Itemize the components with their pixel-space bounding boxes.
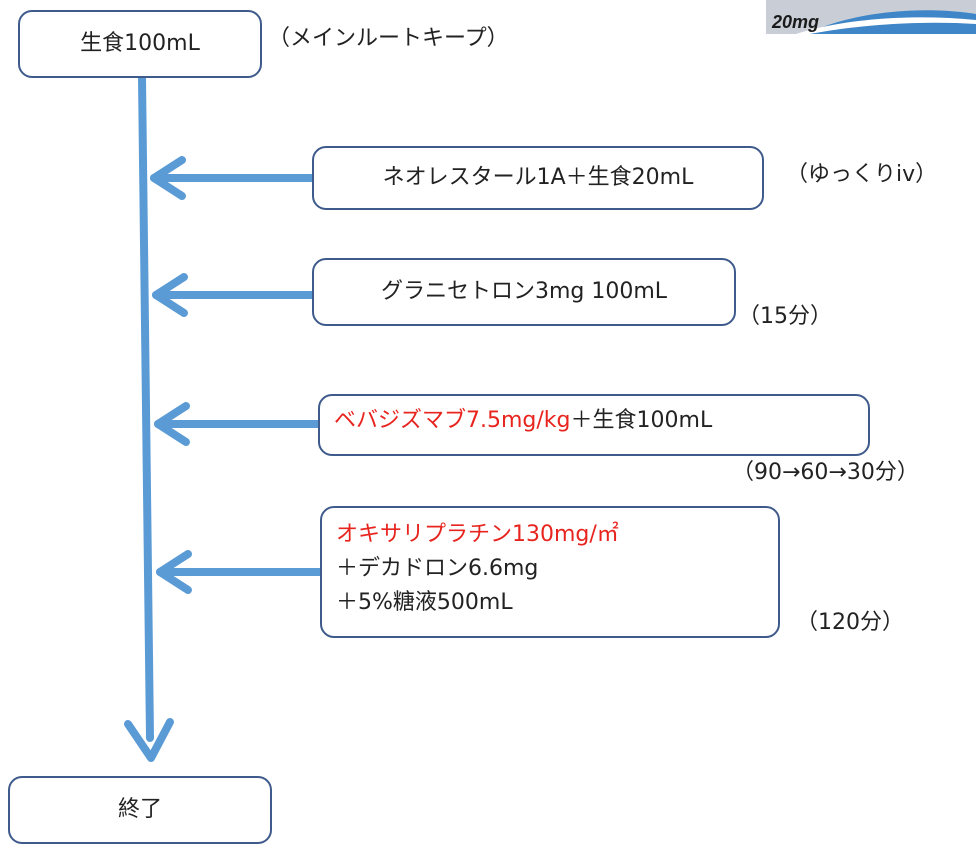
step-2-note: （15分） [738,304,832,329]
step-box-4: オキサリプラチン130mg/㎡ ＋デカドロン6.6mg ＋5%糖液500mL [320,506,780,638]
step-3-highlight: ベバジズマブ7.5mg/kg [334,408,571,433]
start-label: 生食100mL [80,31,200,56]
side-arrow-1 [150,156,316,200]
start-note: （メインルートキープ） [268,26,509,51]
step-4-highlight: オキサリプラチン130mg/㎡ [336,522,619,547]
end-box: 終了 [8,776,272,844]
step-4-note: （120分） [796,610,904,635]
step-2-text: グラニセトロン3mg 100mL [380,279,668,304]
step-3-text: ＋生食100mL [570,408,713,433]
step-4-extra-2: ＋5%糖液500mL [336,590,513,615]
main-route-arrowhead [124,718,174,762]
side-arrow-3 [154,402,322,446]
step-4-extra-1: ＋デカドロン6.6mg [336,556,539,581]
side-arrow-4 [156,550,324,594]
step-box-3: ベバジズマブ7.5mg/kg＋生食100mL [318,394,870,456]
start-box: 生食100mL [18,10,262,78]
drug-package-image: 20mg [766,0,976,34]
side-arrow-2 [152,273,316,317]
step-box-1: ネオレスタール1A＋生食20mL [312,146,764,210]
step-1-text: ネオレスタール1A＋生食20mL [382,165,694,190]
main-route-line [138,74,154,742]
package-dose-label: 20mg [771,12,819,32]
step-1-note: （ゆっくりiv） [786,162,938,187]
step-box-2: グラニセトロン3mg 100mL [312,258,736,326]
step-3-note: （90→60→30分） [732,460,919,485]
end-label: 終了 [117,797,162,822]
